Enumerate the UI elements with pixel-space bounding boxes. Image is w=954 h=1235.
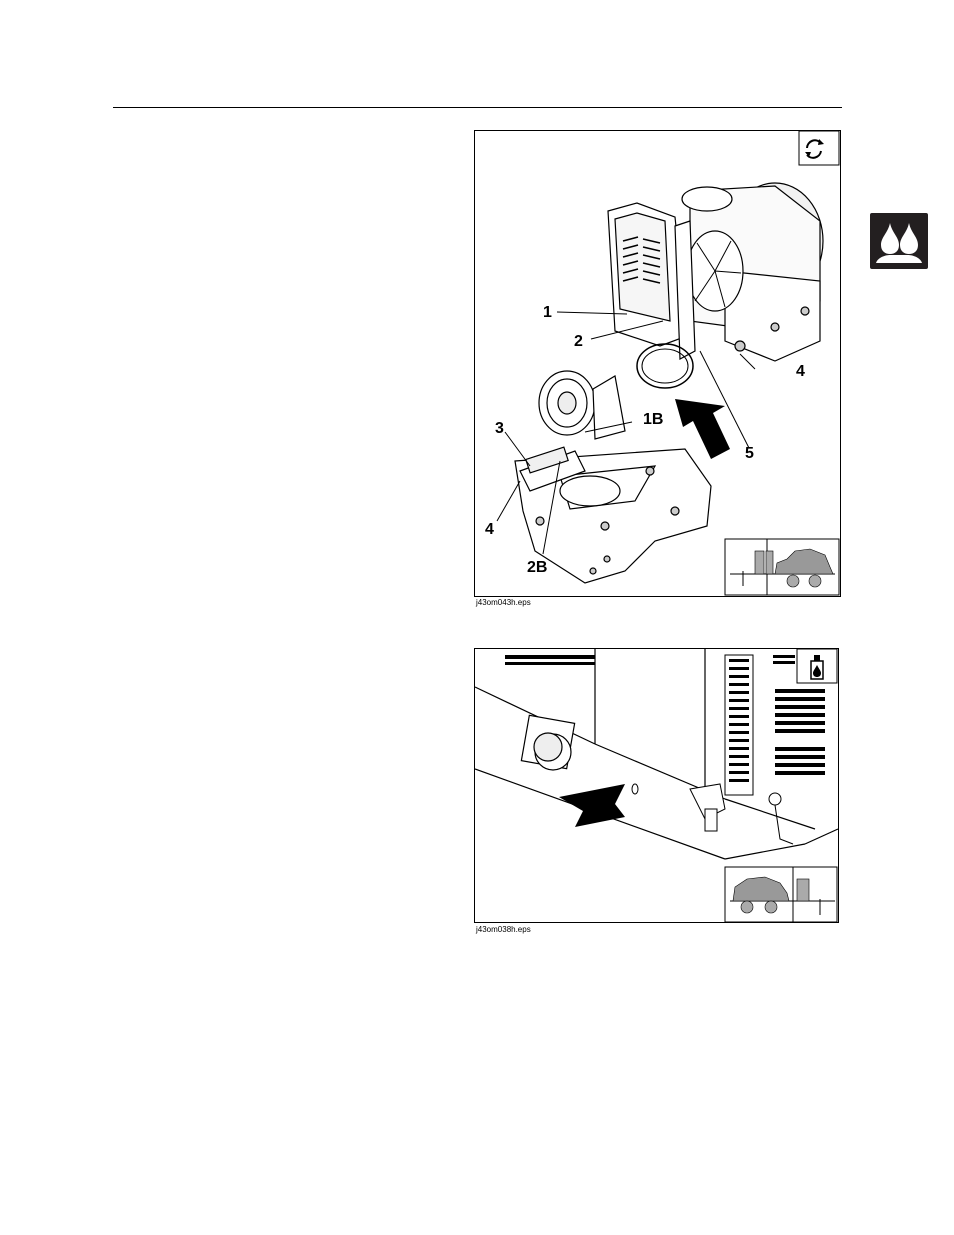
fluids-section-tab-icon	[870, 213, 928, 269]
belt-tension-illustration: 1 2 3 4 1B 2B 4 5	[475, 131, 840, 596]
callout-2: 2	[574, 333, 583, 350]
callout-2b: 2B	[527, 559, 547, 576]
callout-3: 3	[495, 420, 504, 437]
figure-belt-tension: 1 2 3 4 1B 2B 4 5	[474, 130, 841, 597]
figure-1-caption: j43om043h.eps	[476, 598, 531, 607]
callout-1: 1	[543, 304, 552, 321]
drain-location-illustration	[475, 649, 838, 922]
callout-4-top: 4	[796, 363, 805, 380]
callout-4-bottom: 4	[485, 521, 494, 538]
arrow-pointer	[559, 784, 625, 827]
rotation-icon	[799, 131, 839, 165]
fuel-filter-icon	[797, 649, 837, 683]
machine-locator-inset	[725, 867, 837, 922]
header-rule	[113, 107, 842, 108]
callout-5: 5	[745, 445, 754, 462]
callout-1b: 1B	[643, 411, 663, 428]
figure-2-caption: j43om038h.eps	[476, 925, 531, 934]
figure-drain-location	[474, 648, 839, 923]
machine-locator-inset	[725, 539, 839, 595]
